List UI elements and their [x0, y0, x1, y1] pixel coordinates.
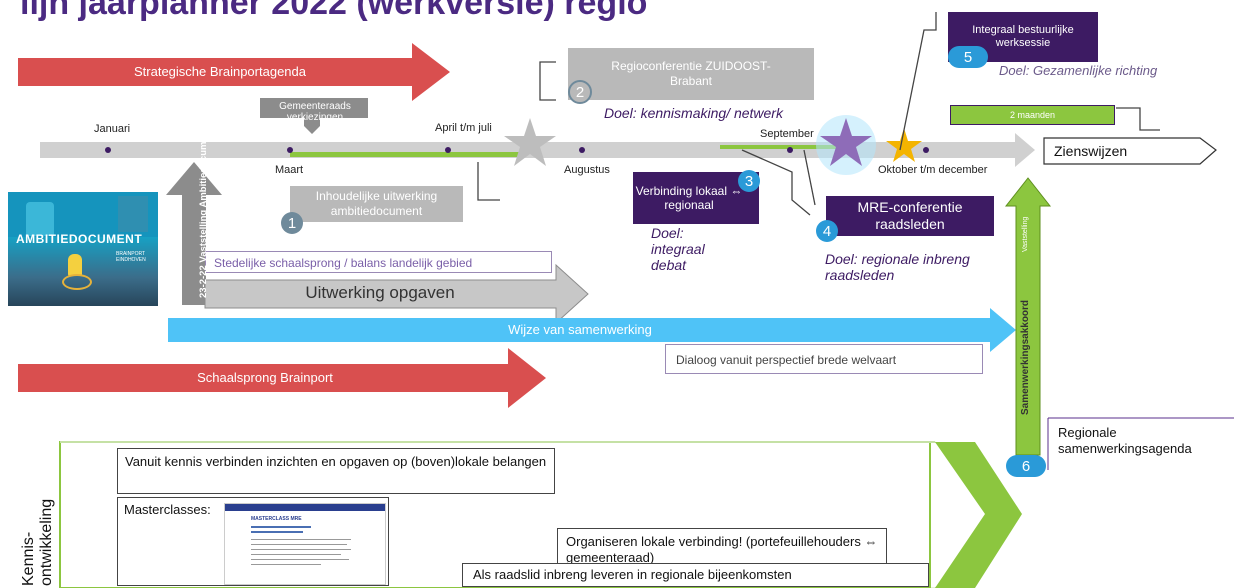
cover-subtitle: BRAINPORT EINDHOVEN	[116, 251, 146, 263]
samenwerkingsakkoord-small: Vaststelling	[1022, 216, 1029, 252]
wijze-label: Wijze van samenwerking	[508, 322, 652, 337]
milestone-1-number: 1	[281, 212, 303, 234]
two-months-bar: 2 maanden	[950, 105, 1115, 125]
samenwerkingsakkoord-label: Samenwerkingsakkoord	[1020, 299, 1031, 415]
milestone-5-goal: Doel: Gezamenlijke richting	[999, 63, 1158, 78]
gemeenteraads-arrow	[260, 98, 368, 134]
green-line-maart	[290, 152, 520, 157]
strategische-label: Strategische Brainportagenda	[133, 64, 306, 79]
dot-augustus	[579, 147, 585, 153]
thumbnail-line-7	[251, 559, 349, 560]
month-augustus: Augustus	[564, 164, 610, 176]
zienswijzen-shape	[1043, 137, 1217, 165]
thumbnail-line-5	[251, 549, 351, 550]
milestone-2-goal: Doel: kennismaking/ netwerk	[604, 105, 783, 121]
star-purple	[820, 118, 872, 166]
month-april-juli: April t/m juli	[435, 122, 492, 134]
cover-cyclist	[68, 254, 82, 276]
thumbnail-line-3	[251, 539, 351, 540]
kennis-box-verbinden: Vanuit kennis verbinden inzichten en opg…	[117, 448, 555, 494]
kennis-box-masterclasses: Masterclasses: MASTERCLASS MRE	[117, 497, 389, 586]
dot-maart	[287, 147, 293, 153]
cover-bike	[62, 274, 92, 290]
dot-oktober	[923, 147, 929, 153]
green-line-september	[720, 145, 840, 149]
milestone-4-number: 4	[816, 220, 838, 242]
month-januari: Januari	[94, 123, 131, 135]
milestone-6-label: Regionale samenwerkingsagenda	[1058, 425, 1192, 457]
uitwerking-label: Uitwerking opgaven	[305, 283, 455, 302]
ambitiedocument-cover: AMBITIEDOCUMENT BRAINPORT EINDHOVEN	[8, 192, 158, 306]
zienswijzen-label: Zienswijzen	[1054, 143, 1128, 159]
schaalsprong-arrow	[18, 348, 546, 408]
cover-building	[26, 202, 54, 236]
masterclass-thumbnail: MASTERCLASS MRE	[224, 503, 386, 585]
thumbnail-line-6	[251, 554, 341, 555]
milestone-2-box: Regioconferentie ZUIDOOST-Brabant	[568, 48, 814, 100]
connector-twomonths	[1116, 107, 1160, 131]
masterclasses-label: Masterclasses:	[124, 502, 211, 517]
dialoog-box: Dialoog vanuit perspectief brede welvaar…	[665, 344, 983, 374]
month-maart: Maart	[275, 164, 304, 176]
month-september: September	[760, 128, 814, 140]
dot-september	[787, 147, 793, 153]
kennis-label: Kennis-ontwikkeling	[20, 498, 56, 586]
milestone-4-box: MRE-conferentie raadsleden	[826, 196, 994, 236]
connector-1	[477, 162, 500, 201]
thumbnail-line-8	[251, 564, 321, 565]
stedelijke-box: Stedelijke schaalsprong / balans landeli…	[205, 251, 552, 273]
milestone-5-number: 5	[948, 46, 988, 68]
month-oktober-december: Oktober t/m december	[878, 164, 988, 176]
kennis-box-raadslid: Als raadslid inbreng leveren in regional…	[462, 563, 929, 587]
uitwerking-arrow	[204, 263, 589, 325]
ambitie-vertical-label: 23-2-22 Vaststelling Ambitiedocument	[198, 127, 209, 298]
milestone-3-goal: Doel: integraal debat	[651, 225, 705, 274]
connector-5	[899, 12, 937, 151]
connector-4	[803, 149, 816, 206]
milestone-4-goal: Doel: regionale inbreng raadsleden	[825, 251, 970, 284]
thumbnail-heading: MASTERCLASS MRE	[251, 516, 302, 522]
thumbnail-header-bar	[225, 504, 385, 511]
milestone-2-number: 2	[568, 80, 592, 104]
star-gray	[504, 118, 556, 166]
thumbnail-line-2	[251, 531, 303, 533]
dot-april	[445, 147, 451, 153]
strategische-arrow	[18, 43, 450, 101]
milestone-3-box: Verbinding lokaal ⇔ regionaal	[633, 172, 759, 224]
wijze-arrow	[168, 308, 1016, 352]
milestone-6-number: 6	[1006, 455, 1046, 477]
star-orange	[886, 128, 922, 162]
cover-title: AMBITIEDOCUMENT	[16, 232, 143, 246]
cover-building-2	[118, 196, 148, 232]
gemeenteraads-label: Gemeenteraads verkiezingen	[279, 101, 351, 123]
connector-3	[741, 149, 811, 216]
milestone-1-box: Inhoudelijke uitwerking ambitiedocument	[290, 186, 463, 222]
kennis-chevron	[935, 442, 1022, 588]
schaalsprong-label: Schaalsprong Brainport	[197, 370, 333, 385]
thumbnail-line-4	[251, 544, 347, 545]
bracket-2	[539, 61, 556, 101]
thumbnail-line-1	[251, 526, 311, 528]
samenwerkingsakkoord-arrow	[1004, 177, 1052, 456]
title-fragment: lijn jaarplanner 2022 (werkversie) regio	[20, 0, 647, 22]
ambitie-vertical-arrow	[166, 162, 222, 305]
milestone-3-number: 3	[738, 170, 760, 192]
dot-januari	[105, 147, 111, 153]
